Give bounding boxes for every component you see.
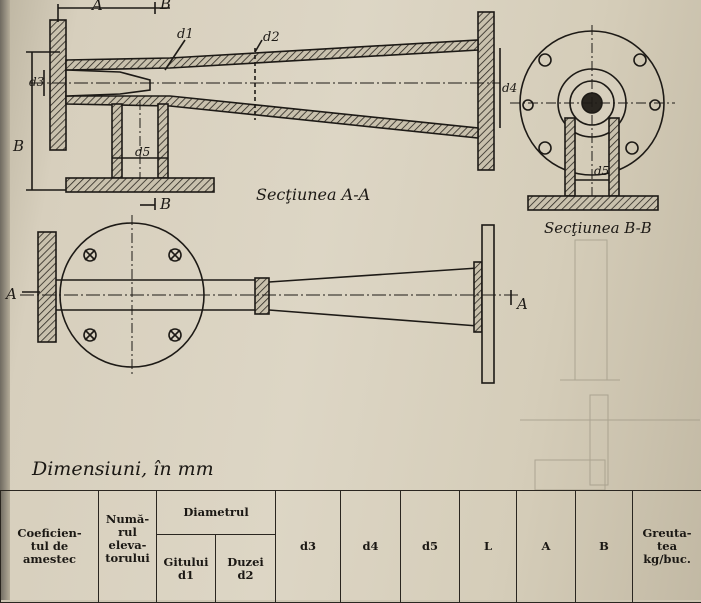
section-mark-b-bottom: B — [160, 195, 172, 213]
section-mark-a-left: A — [6, 285, 17, 303]
section-mark-b-top: B — [160, 0, 172, 13]
section-bb-d5-label: d5 — [594, 164, 610, 178]
header-number: Numă- rul elevа- torului — [98, 490, 157, 603]
dimension-d4-label: d4 — [502, 81, 518, 95]
header-diameter-group: Diametrul — [155, 490, 277, 535]
plan-view — [20, 215, 520, 384]
header-d4: d4 — [340, 490, 402, 603]
dimension-d1-label: d1 — [177, 27, 194, 42]
longitudinal-section — [26, 2, 501, 210]
header-gitului: Gitului d1 — [156, 534, 216, 603]
section-bb-drawing — [510, 25, 675, 211]
dimension-d2-label: d2 — [263, 30, 280, 45]
header-coefficient: Coeficien- tul de amestec — [0, 490, 99, 603]
section-title: Dimensiuni, în mm — [32, 458, 214, 480]
book-gutter — [0, 0, 10, 600]
dimension-a-label: A — [92, 0, 103, 14]
section-aa-caption: Secţiunea A-A — [256, 185, 371, 204]
section-mark-a-right: A — [517, 295, 528, 313]
dimension-b-label: B — [13, 137, 25, 155]
header-a: A — [516, 490, 577, 603]
dimension-d5-label: d5 — [135, 145, 151, 159]
section-bb-caption: Secţiunea B-B — [544, 219, 652, 237]
dimensions-table: Coeficien- tul de amestec Numă- rul elev… — [0, 490, 701, 603]
header-l: L — [459, 490, 518, 603]
header-d5: d5 — [400, 490, 461, 603]
header-weight: Greuta- tea kg/buc. — [632, 490, 701, 603]
background-apparatus — [520, 239, 700, 491]
header-duzei: Duzei d2 — [214, 534, 277, 603]
dimension-d3-label: d3 — [29, 75, 45, 89]
header-b: B — [575, 490, 634, 603]
header-d3: d3 — [275, 490, 342, 603]
